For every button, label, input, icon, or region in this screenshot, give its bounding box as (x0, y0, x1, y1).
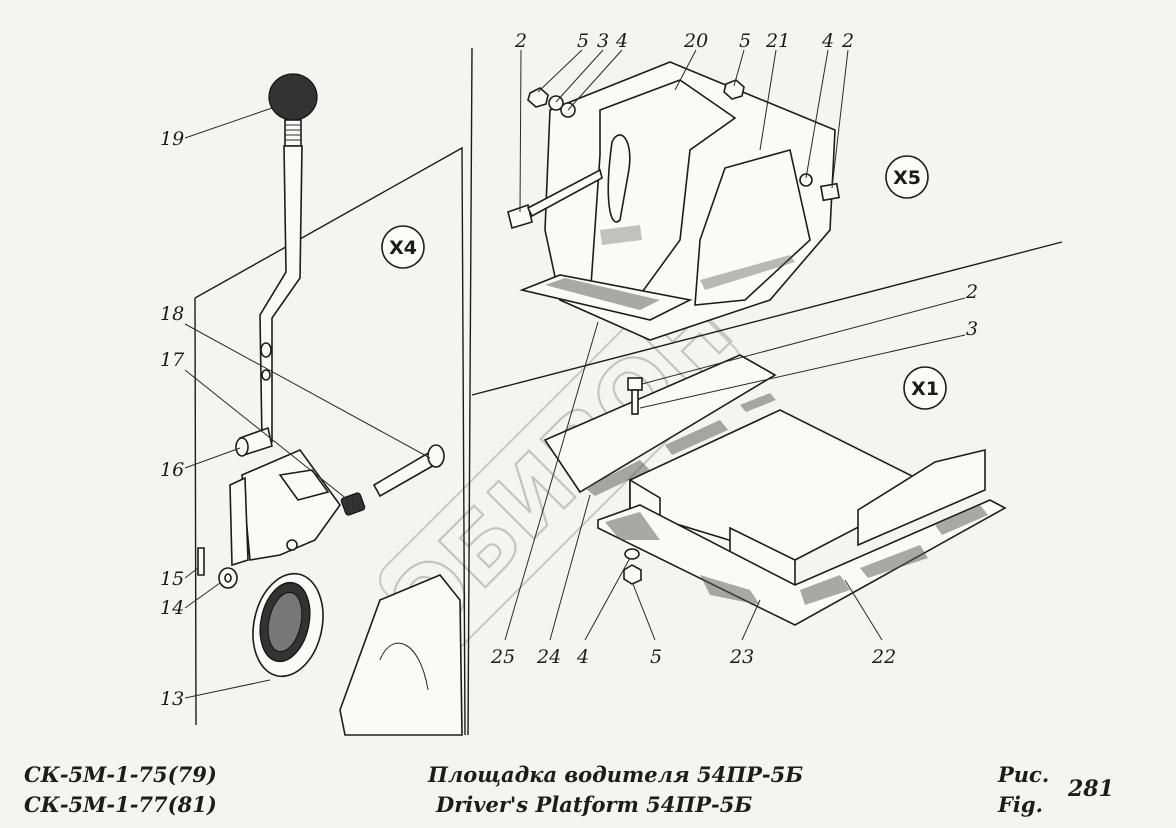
callout-13: 13 (160, 688, 184, 710)
front-rail (543, 354, 777, 494)
rubber-boot (252, 572, 324, 678)
callout-16: 16 (160, 459, 184, 481)
nut-lower (623, 564, 642, 585)
callout-3-top: 3 (597, 30, 609, 52)
lever-knob (268, 73, 318, 121)
callout-2-top-left: 2 (514, 30, 527, 52)
figure-title-ru: Площадка водителя 54ПР-5Б (428, 762, 804, 787)
figure-title-en: Driver's Platform 54ПР-5Б (436, 792, 753, 817)
callout-18: 18 (160, 303, 184, 325)
callout-2-mid: 2 (965, 281, 978, 303)
gear-lever-assembly (197, 73, 463, 736)
callout-5-top-right: 5 (739, 30, 751, 52)
nut-top-left (527, 87, 549, 108)
washer-lower (624, 548, 640, 560)
callout-14: 14 (160, 597, 184, 619)
svg-text:X5: X5 (893, 167, 921, 189)
leader-lines-left (184, 107, 431, 699)
floor-platform-assembly (543, 354, 1007, 626)
floor-cutout (339, 574, 463, 736)
side-bracket (694, 149, 811, 306)
x1-section-line (471, 241, 1063, 396)
model-code-line-2: СК-5М-1-77(81) (24, 792, 217, 817)
mounting-plate (589, 79, 737, 301)
callout-5-bottom: 5 (650, 646, 662, 668)
pedal-housing-assembly (507, 61, 841, 341)
zone-badge-x1: X1 (903, 366, 947, 410)
figure-label-ru: Рис. (998, 762, 1050, 787)
callout-4-top-left: 4 (615, 30, 628, 52)
bolt-right (819, 182, 841, 202)
figure-label-en: Fig. (998, 792, 1043, 817)
bolt-mid (627, 377, 643, 415)
gear-lever-rod (259, 145, 303, 443)
callout-4-bottom: 4 (576, 646, 589, 668)
bolt-left (507, 168, 603, 230)
model-code-line-1: СК-5М-1-75(79) (24, 762, 217, 787)
split-pin (197, 547, 205, 576)
callout-5-top-left: 5 (577, 30, 589, 52)
callout-17: 17 (160, 349, 185, 371)
svg-text:X4: X4 (389, 237, 417, 259)
zone-badge-x4: X4 (381, 225, 425, 269)
bolt (372, 444, 445, 498)
washer-top-right (799, 173, 813, 187)
leader-lines-top (519, 49, 849, 213)
callout-4-top-right: 4 (821, 30, 834, 52)
x4-panel-outline (194, 146, 466, 736)
callout-21: 21 (765, 30, 790, 52)
callout-2-top-right: 2 (841, 30, 854, 52)
divider-line (467, 47, 473, 736)
callout-3-mid: 3 (966, 318, 978, 340)
callout-22: 22 (871, 646, 896, 668)
callout-15: 15 (160, 568, 184, 590)
callout-19: 19 (160, 128, 184, 150)
callout-24: 24 (536, 646, 561, 668)
spring (340, 492, 366, 516)
svg-text:X1: X1 (911, 378, 939, 400)
zone-badge-x5: X5 (885, 155, 929, 199)
callout-25: 25 (490, 646, 515, 668)
leader-lines-bottom (504, 297, 966, 641)
callout-numbers: 19 18 17 16 15 14 13 2 5 3 4 20 5 21 4 2… (160, 30, 978, 710)
callout-20: 20 (683, 30, 708, 52)
figure-number: 281 (1068, 776, 1114, 802)
callout-23: 23 (729, 646, 754, 668)
washer-top-left-1 (548, 95, 564, 111)
